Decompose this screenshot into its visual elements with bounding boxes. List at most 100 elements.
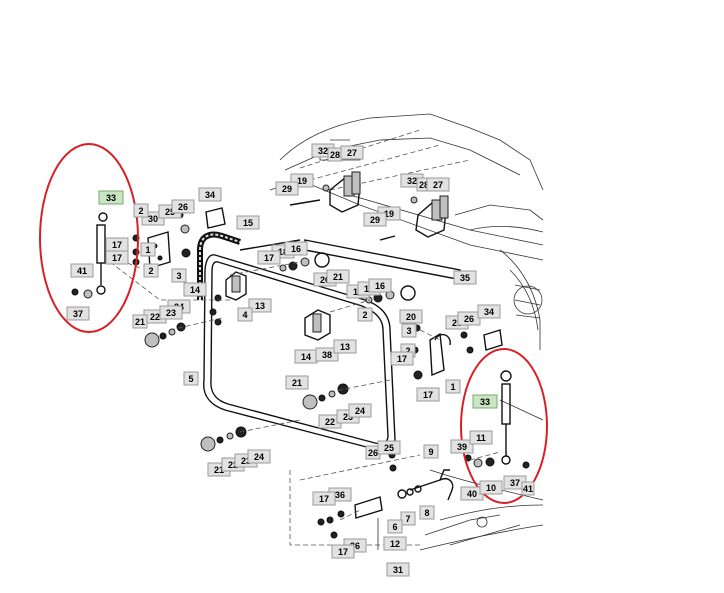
label-text: 17 xyxy=(423,390,433,400)
label-text: 3 xyxy=(176,271,181,281)
callout-label-1: 1 xyxy=(140,242,156,257)
label-text: 34 xyxy=(484,307,494,317)
latch-linkage xyxy=(354,469,454,550)
callout-label-38: 38 xyxy=(315,347,339,362)
label-box xyxy=(247,449,271,464)
callout-label-29: 29 xyxy=(275,181,299,196)
callout-label-10: 10 xyxy=(479,480,503,495)
label-text: 7 xyxy=(405,514,410,524)
callout-label-14: 14 xyxy=(183,282,207,297)
assembly-lines xyxy=(109,259,501,521)
callout-label-4: 4 xyxy=(237,307,253,322)
callout-label-29: 29 xyxy=(363,212,387,227)
callout-label-24: 24 xyxy=(348,403,372,418)
label-box xyxy=(70,263,94,278)
label-text: 22 xyxy=(325,417,335,427)
label-text: 29 xyxy=(282,184,292,194)
label-text: 36 xyxy=(350,541,360,551)
callout-label-21: 21 xyxy=(132,314,148,329)
label-text: 26 xyxy=(464,314,474,324)
label-box xyxy=(479,480,503,495)
callout-label-2: 2 xyxy=(143,263,159,278)
callout-label-17: 17 xyxy=(416,387,440,402)
callout-label-17: 17 xyxy=(390,351,414,366)
label-text: 26 xyxy=(368,448,378,458)
label-text: 17 xyxy=(397,354,407,364)
label-text: 37 xyxy=(510,478,520,488)
window-seal xyxy=(197,231,241,300)
label-box xyxy=(469,430,493,445)
label-text: 16 xyxy=(291,244,301,254)
callout-label-15: 15 xyxy=(236,215,260,230)
label-text: 9 xyxy=(428,447,433,457)
label-box xyxy=(171,199,195,214)
callout-right-strut xyxy=(460,348,548,504)
callout-label-25: 25 xyxy=(377,440,401,455)
label-box xyxy=(390,351,414,366)
label-box xyxy=(521,481,535,496)
label-text: 5 xyxy=(188,374,193,384)
callout-label-27: 27 xyxy=(426,177,450,192)
label-text: 33 xyxy=(106,193,116,203)
hinge-glass-left xyxy=(225,271,247,301)
label-box xyxy=(363,212,387,227)
label-text: 20 xyxy=(320,275,330,285)
label-text: 19 xyxy=(297,176,307,186)
label-text: 2 xyxy=(362,310,367,320)
callout-label-5: 5 xyxy=(183,371,199,386)
label-text: 26 xyxy=(178,202,188,212)
label-box xyxy=(248,298,272,313)
label-box xyxy=(387,519,403,534)
label-text: 17 xyxy=(112,253,122,263)
label-text: 10 xyxy=(486,483,496,493)
label-text: 34 xyxy=(205,190,215,200)
callout-label-33: 33 xyxy=(472,394,498,409)
label-text: 41 xyxy=(523,484,533,494)
label-box xyxy=(450,439,474,454)
label-box xyxy=(348,403,372,418)
label-box xyxy=(143,263,159,278)
label-text: 33 xyxy=(480,397,490,407)
label-box xyxy=(331,544,355,559)
label-text: 28 xyxy=(419,180,429,190)
label-text: 23 xyxy=(166,308,176,318)
label-box xyxy=(183,282,207,297)
label-text: 21 xyxy=(214,465,224,475)
label-text: 2 xyxy=(138,206,143,216)
label-text: 12 xyxy=(390,539,400,549)
label-box xyxy=(401,323,417,338)
callout-label-12: 12 xyxy=(383,536,407,551)
label-text: 23 xyxy=(241,456,251,466)
callout-label-8: 8 xyxy=(419,505,435,520)
callout-label-6: 6 xyxy=(387,519,403,534)
label-box xyxy=(285,375,309,390)
gas-strut-right xyxy=(500,370,530,469)
label-text: 25 xyxy=(384,443,394,453)
callout-label-9: 9 xyxy=(423,444,439,459)
label-text: 2 xyxy=(148,266,153,276)
hinge-upper-left xyxy=(329,171,361,213)
callout-label-17: 17 xyxy=(105,237,129,252)
label-box xyxy=(340,145,364,160)
label-text: 37 xyxy=(73,309,83,319)
callout-label-17: 17 xyxy=(105,250,129,265)
callout-label-34: 34 xyxy=(198,187,222,202)
label-text: 15 xyxy=(243,218,253,228)
label-text: 8 xyxy=(424,508,429,518)
label-text: 13 xyxy=(340,342,350,352)
label-box xyxy=(275,181,299,196)
label-text: 24 xyxy=(254,452,264,462)
label-text: 17 xyxy=(264,253,274,263)
callout-label-14: 14 xyxy=(294,349,318,364)
label-text: 40 xyxy=(467,489,477,499)
label-box xyxy=(132,314,148,329)
label-box xyxy=(383,536,407,551)
label-text: 3 xyxy=(406,326,411,336)
label-text: 29 xyxy=(370,215,380,225)
label-box xyxy=(426,177,450,192)
callout-label-11: 11 xyxy=(469,430,493,445)
label-box xyxy=(257,250,281,265)
label-text: 13 xyxy=(255,301,265,311)
callout-label-26: 26 xyxy=(171,199,195,214)
